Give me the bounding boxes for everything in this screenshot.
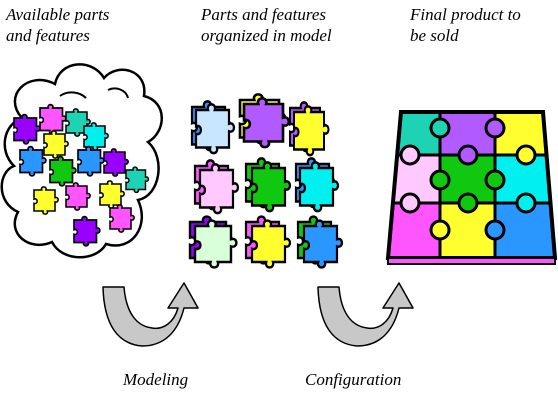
piece-blue-1 — [19, 145, 47, 177]
piece-yellow-3 — [99, 180, 125, 209]
piece-violet-3 — [73, 215, 101, 247]
modeling-arrow-icon — [102, 282, 199, 347]
caption-available-parts: Available parts and features — [6, 5, 110, 45]
piece-yellow-1 — [43, 130, 69, 159]
piece-magenta-3 — [109, 204, 135, 233]
piece-teal-2 — [125, 166, 150, 194]
piece-violet-1 — [13, 113, 41, 145]
piece-magenta-1 — [39, 103, 67, 135]
label-modeling: Modeling — [123, 370, 189, 389]
piece-blue-2 — [77, 145, 105, 177]
piece-violet-2 — [103, 148, 129, 177]
caption-final-product: Final product to be sold — [410, 5, 521, 45]
puzzle-icon — [385, 110, 558, 265]
piece-yellow-2 — [33, 186, 59, 215]
piece-green-1 — [49, 155, 77, 187]
caption-organized-model: Parts and features organized in model — [201, 5, 332, 45]
stacks-icon — [188, 93, 344, 269]
label-configuration: Configuration — [305, 370, 402, 389]
configuration-arrow-icon — [317, 282, 414, 347]
piece-magenta-2 — [65, 182, 91, 211]
